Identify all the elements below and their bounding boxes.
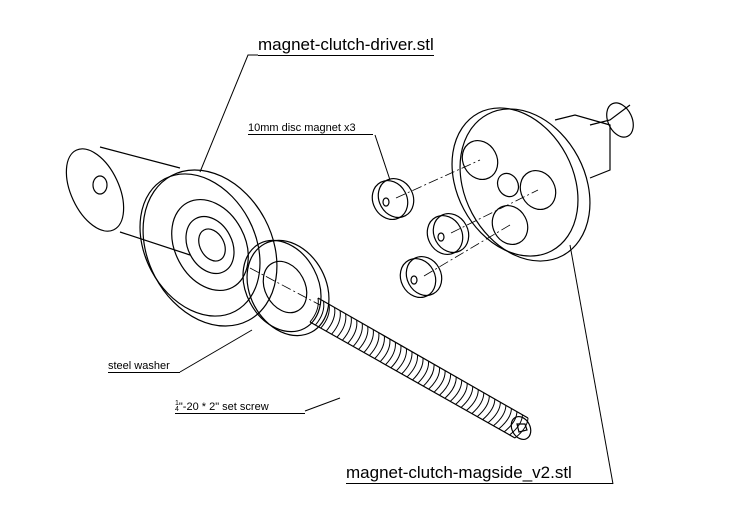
screw-thread <box>358 326 369 350</box>
screw-thread <box>390 345 402 369</box>
magside-part <box>451 102 634 262</box>
screw-thread <box>406 354 418 378</box>
screw-thread <box>379 339 391 363</box>
screw-thread <box>352 323 363 347</box>
screw-thread <box>509 414 523 436</box>
screw-thread <box>476 395 490 418</box>
screw-thread <box>363 329 374 353</box>
screw-thread <box>412 357 424 381</box>
screw-thread <box>368 332 380 356</box>
screw-thread <box>320 304 330 329</box>
screw-thread <box>487 402 501 424</box>
magside-label: magnet-clutch-magside_v2.stl <box>346 463 613 484</box>
driver-part <box>65 146 278 327</box>
screw-thread <box>374 335 385 359</box>
screw-thread <box>347 320 358 344</box>
screw-thread <box>460 386 474 408</box>
magnets-label: 10mm disc magnet x3 <box>248 122 373 136</box>
screw-thread <box>498 408 512 430</box>
screw-thread <box>325 307 336 332</box>
fraction-numerator: 1 <box>175 400 179 408</box>
screw-thread <box>428 367 441 390</box>
fraction-denominator: 4 <box>175 406 179 414</box>
screw-label-text: "-20 * 2" set screw <box>178 401 269 413</box>
screw-thread <box>493 405 507 427</box>
screw-thread <box>466 389 479 411</box>
leader-lines <box>179 54 614 485</box>
driver-label: magnet-clutch-driver.stl <box>258 35 434 56</box>
screw-thread <box>336 313 347 338</box>
screw-thread <box>482 399 496 421</box>
screw-thread <box>449 380 463 402</box>
screw-thread <box>444 376 457 399</box>
screw-thread <box>439 373 452 396</box>
screw-thread <box>455 383 468 405</box>
screw-thread <box>401 351 413 375</box>
screw-thread <box>433 370 446 393</box>
screw-thread <box>309 297 319 323</box>
steel-washer-part <box>242 239 330 337</box>
screw-thread <box>422 364 435 387</box>
screw-thread <box>315 301 325 326</box>
screw-thread <box>417 361 430 384</box>
screw-thread <box>341 316 352 341</box>
screw-thread <box>395 348 407 372</box>
center-lines <box>249 159 539 306</box>
screw-thread <box>503 411 518 433</box>
washer-label: steel washer <box>108 360 180 374</box>
disc-magnets <box>371 178 470 298</box>
screw-thread <box>331 310 341 335</box>
screw-thread <box>385 342 396 366</box>
screw-thread <box>471 392 485 414</box>
set-screw-part <box>309 297 532 441</box>
